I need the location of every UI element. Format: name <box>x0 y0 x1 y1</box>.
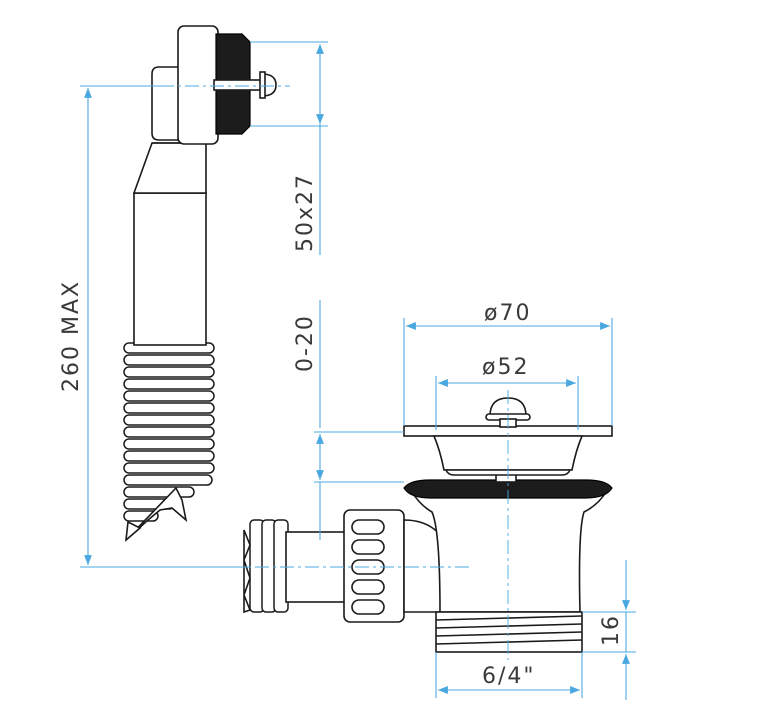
drain-seal-ring <box>403 479 613 499</box>
label-strainer-diameter: ø52 <box>482 355 529 380</box>
overflow-elbow <box>132 142 207 194</box>
drain-bowl <box>410 491 608 613</box>
overflow-assembly <box>123 25 277 542</box>
label-thread-size: 6/4" <box>482 664 536 689</box>
overflow-pipe <box>133 192 207 346</box>
overflow-head <box>151 66 181 141</box>
corrugated-hose <box>123 342 215 542</box>
drain-body <box>403 469 613 653</box>
overflow-flange <box>177 25 219 145</box>
label-adjust-range: 0-20 <box>293 314 318 372</box>
label-thread-height: 16 <box>599 614 624 646</box>
threaded-spigot <box>435 611 583 653</box>
outlet-connector <box>243 509 455 623</box>
label-overflow-pipe: 50x27 <box>293 173 318 252</box>
label-total-height: 260 MAX <box>59 280 84 392</box>
label-flange-diameter: ø70 <box>484 301 531 326</box>
dimension-lines <box>80 41 636 700</box>
overflow-screw <box>213 71 277 99</box>
